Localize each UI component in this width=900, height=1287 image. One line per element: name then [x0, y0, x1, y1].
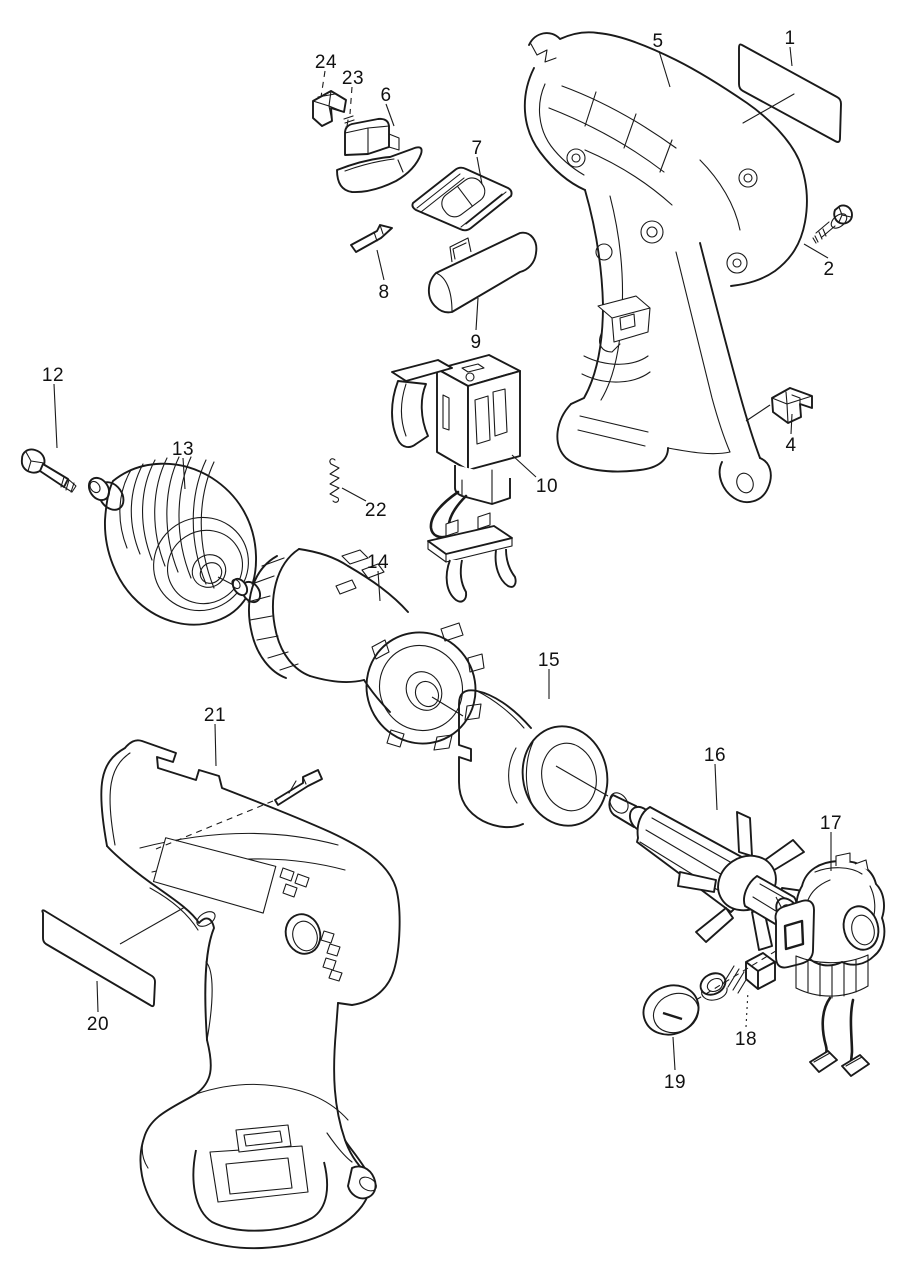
leader-line-13	[182, 457, 186, 490]
callout-number-8: 8	[378, 282, 389, 303]
part-20-label	[41, 906, 186, 1008]
part-12-bolt	[20, 448, 77, 493]
leader-line-8	[376, 249, 385, 281]
part-24-clip	[312, 90, 347, 127]
leader-line-22	[341, 487, 367, 502]
callout-number-7: 7	[471, 138, 482, 159]
leader-line-2	[803, 243, 829, 259]
leader-line-23	[349, 86, 353, 115]
part-17-end-bracket	[774, 852, 886, 1077]
callout-number-16: 16	[704, 745, 726, 766]
callout-number-15: 15	[538, 650, 560, 671]
callout-number-9: 9	[470, 332, 481, 353]
part-15-sleeve	[458, 689, 609, 829]
leader-line-21	[214, 723, 217, 767]
axis-line-18	[695, 948, 780, 1001]
part-13-chuck	[87, 456, 257, 626]
part-19-cap	[642, 984, 700, 1036]
leader-line-18	[745, 990, 749, 1028]
callout-number-12: 12	[42, 365, 64, 386]
axis-line-14-15	[431, 696, 464, 717]
part-7-plate	[411, 166, 513, 232]
label-placement-line	[119, 906, 186, 945]
callout-number-4: 4	[785, 435, 796, 456]
part-4-clip	[745, 387, 813, 424]
callout-number-23: 23	[342, 68, 364, 89]
part-21-screw	[274, 769, 323, 806]
part-22-spring	[329, 458, 340, 503]
part-21-housing-left	[100, 739, 401, 1250]
callout-number-17: 17	[820, 813, 842, 834]
part-2-screw	[812, 204, 853, 244]
label-placement-line	[742, 93, 795, 124]
callout-number-1: 1	[784, 28, 795, 49]
leader-line-9	[475, 297, 479, 331]
part-14-gear-assembly	[231, 548, 485, 751]
leader-line-7	[476, 156, 483, 185]
callout-number-5: 5	[652, 31, 663, 52]
callout-number-19: 19	[664, 1072, 686, 1093]
callout-number-24: 24	[315, 52, 337, 73]
leader-line-14	[377, 570, 381, 602]
leader-line-20	[96, 980, 99, 1013]
leader-line-1	[789, 46, 793, 67]
leader-line-12	[53, 383, 58, 449]
part-18-brush	[695, 948, 780, 1001]
callout-number-18: 18	[735, 1029, 757, 1050]
part-10-switch	[391, 354, 521, 603]
callout-number-6: 6	[380, 85, 391, 106]
callout-number-22: 22	[365, 500, 387, 521]
leader-line-10	[511, 454, 537, 478]
leader-line-4	[790, 413, 793, 435]
leader-line-19	[672, 1036, 676, 1071]
callout-number-14: 14	[367, 552, 389, 573]
callout-number-20: 20	[87, 1014, 109, 1035]
part-5-housing-right	[523, 31, 808, 503]
part-8-pin	[350, 224, 393, 253]
callout-number-13: 13	[172, 439, 194, 460]
part-6-lever	[336, 117, 423, 193]
leader-line-24	[320, 70, 326, 98]
leader-line-16	[714, 763, 718, 811]
callout-number-21: 21	[204, 705, 226, 726]
part-9-tube	[427, 231, 538, 314]
part-1-label	[738, 43, 842, 143]
callout-number-10: 10	[536, 476, 558, 497]
leader-line-6	[385, 103, 395, 127]
leader-line-5	[658, 50, 671, 88]
axis-line-15-16	[555, 765, 609, 797]
callout-number-2: 2	[823, 259, 834, 280]
